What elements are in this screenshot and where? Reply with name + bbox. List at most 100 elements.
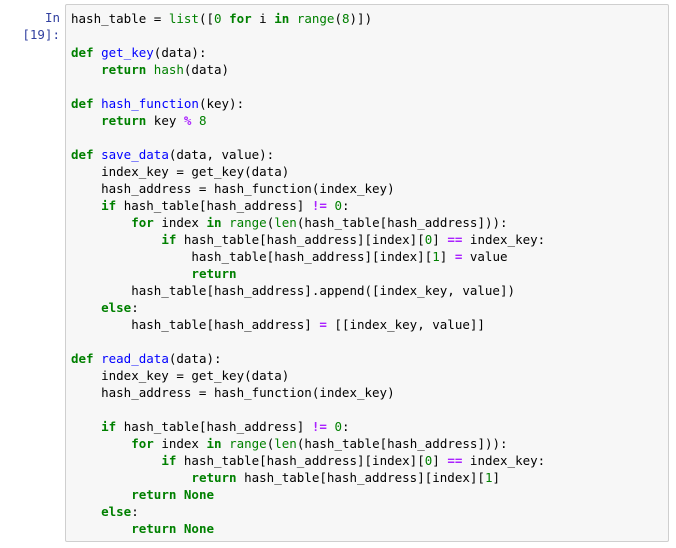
code-token: % xyxy=(183,113,192,128)
code-token: (data): xyxy=(168,351,222,366)
code-token: (data, value): xyxy=(168,147,275,162)
code-token: hash_table[hash_address][index][ xyxy=(176,453,425,468)
code-token xyxy=(94,96,102,111)
code-token: hash_function xyxy=(101,96,199,111)
code-token xyxy=(71,266,191,281)
code-token xyxy=(71,232,161,247)
code-token: range xyxy=(229,215,267,230)
code-line: hash_table = list([0 for i in range(8)]) xyxy=(71,10,545,27)
code-token xyxy=(146,62,154,77)
code-token xyxy=(94,45,102,60)
code-token: ( xyxy=(334,11,342,26)
code-line: hash_table[hash_address].append([index_k… xyxy=(71,282,545,299)
code-token: for xyxy=(131,436,154,451)
code-token: if xyxy=(101,198,117,213)
code-token xyxy=(191,113,199,128)
code-token: hash_table = xyxy=(71,11,169,26)
code-line: if hash_table[hash_address][index][0] ==… xyxy=(71,231,545,248)
code-line: return xyxy=(71,265,545,282)
code-token: in xyxy=(274,11,290,26)
code-line: if hash_table[hash_address] != 0: xyxy=(71,418,545,435)
code-token xyxy=(289,11,297,26)
code-token: hash_table[hash_address].append([index_k… xyxy=(71,283,516,298)
code-line: index_key = get_key(data) xyxy=(71,367,545,384)
code-line xyxy=(71,401,545,418)
code-token: return xyxy=(131,487,177,502)
code-token: index_key = get_key(data) xyxy=(71,164,290,179)
code-token: value xyxy=(462,249,508,264)
code-token: (key): xyxy=(198,96,245,111)
code-token: (hash_table[hash_address])): xyxy=(296,436,508,451)
code-token: return xyxy=(101,62,147,77)
code-token: 0 xyxy=(334,198,342,213)
code-line: else: xyxy=(71,503,545,520)
code-token: hash_address = hash_function(index_key) xyxy=(71,385,395,400)
code-token: (data) xyxy=(183,62,230,77)
code-token: i xyxy=(251,11,275,26)
code-token: (hash_table[hash_address])): xyxy=(296,215,508,230)
code-block[interactable]: hash_table = list([0 for i in range(8)])… xyxy=(71,10,545,537)
code-token: def xyxy=(71,351,94,366)
code-line: for index in range(len(hash_table[hash_a… xyxy=(71,214,545,231)
code-token: if xyxy=(161,453,177,468)
code-line xyxy=(71,27,545,44)
code-line: return None xyxy=(71,520,545,537)
code-editor[interactable]: hash_table = list([0 for i in range(8)])… xyxy=(65,4,669,542)
input-prompt: In [19]: xyxy=(22,10,60,42)
code-line: return hash(data) xyxy=(71,61,545,78)
code-token: != xyxy=(311,198,327,213)
code-line: hash_table[hash_address] = [[index_key, … xyxy=(71,316,545,333)
code-line: else: xyxy=(71,299,545,316)
code-token: ( xyxy=(266,215,275,230)
code-token: get_key xyxy=(101,45,154,60)
code-token: ] xyxy=(439,249,455,264)
code-token: == xyxy=(447,232,463,247)
code-token: : xyxy=(131,504,139,519)
code-token xyxy=(71,470,191,485)
code-token: : xyxy=(131,300,139,315)
code-token: : xyxy=(341,419,350,434)
code-line: def get_key(data): xyxy=(71,44,545,61)
code-token: key xyxy=(146,113,184,128)
code-line: if hash_table[hash_address] != 0: xyxy=(71,197,545,214)
code-token: ([ xyxy=(198,11,215,26)
code-token xyxy=(71,504,101,519)
code-line: if hash_table[hash_address][index][0] ==… xyxy=(71,452,545,469)
code-token xyxy=(71,215,131,230)
code-token: return xyxy=(131,521,177,536)
code-token: if xyxy=(101,419,117,434)
code-token xyxy=(71,487,131,502)
code-line: hash_address = hash_function(index_key) xyxy=(71,180,545,197)
code-token: range xyxy=(296,11,335,26)
code-token: len xyxy=(274,215,297,230)
code-token: index xyxy=(153,436,207,451)
code-token: return xyxy=(191,266,237,281)
code-token xyxy=(222,436,230,451)
code-token: list xyxy=(168,11,199,26)
code-token xyxy=(71,300,101,315)
code-line: def save_data(data, value): xyxy=(71,146,545,163)
code-line: hash_table[hash_address][index][1] = val… xyxy=(71,248,545,265)
code-line: return hash_table[hash_address][index][1… xyxy=(71,469,545,486)
code-token: index_key = get_key(data) xyxy=(71,368,290,383)
code-token: ] xyxy=(432,453,448,468)
code-token: 0 xyxy=(424,232,433,247)
code-token: 1 xyxy=(432,249,440,264)
code-token: index xyxy=(153,215,207,230)
code-line: def hash_function(key): xyxy=(71,95,545,112)
code-token: return xyxy=(101,113,147,128)
code-token xyxy=(71,521,131,536)
code-token: != xyxy=(311,419,327,434)
code-token: 8 xyxy=(198,113,207,128)
code-line: return None xyxy=(71,486,545,503)
code-token: = xyxy=(454,249,463,264)
code-token: : xyxy=(341,198,350,213)
code-token xyxy=(176,487,184,502)
code-token: def xyxy=(71,147,94,162)
code-line: hash_address = hash_function(index_key) xyxy=(71,384,545,401)
code-token: else xyxy=(101,300,132,315)
code-token: hash_table[hash_address] xyxy=(71,317,320,332)
code-token: read_data xyxy=(101,351,169,366)
code-token: hash_table[hash_address][index][ xyxy=(236,470,485,485)
